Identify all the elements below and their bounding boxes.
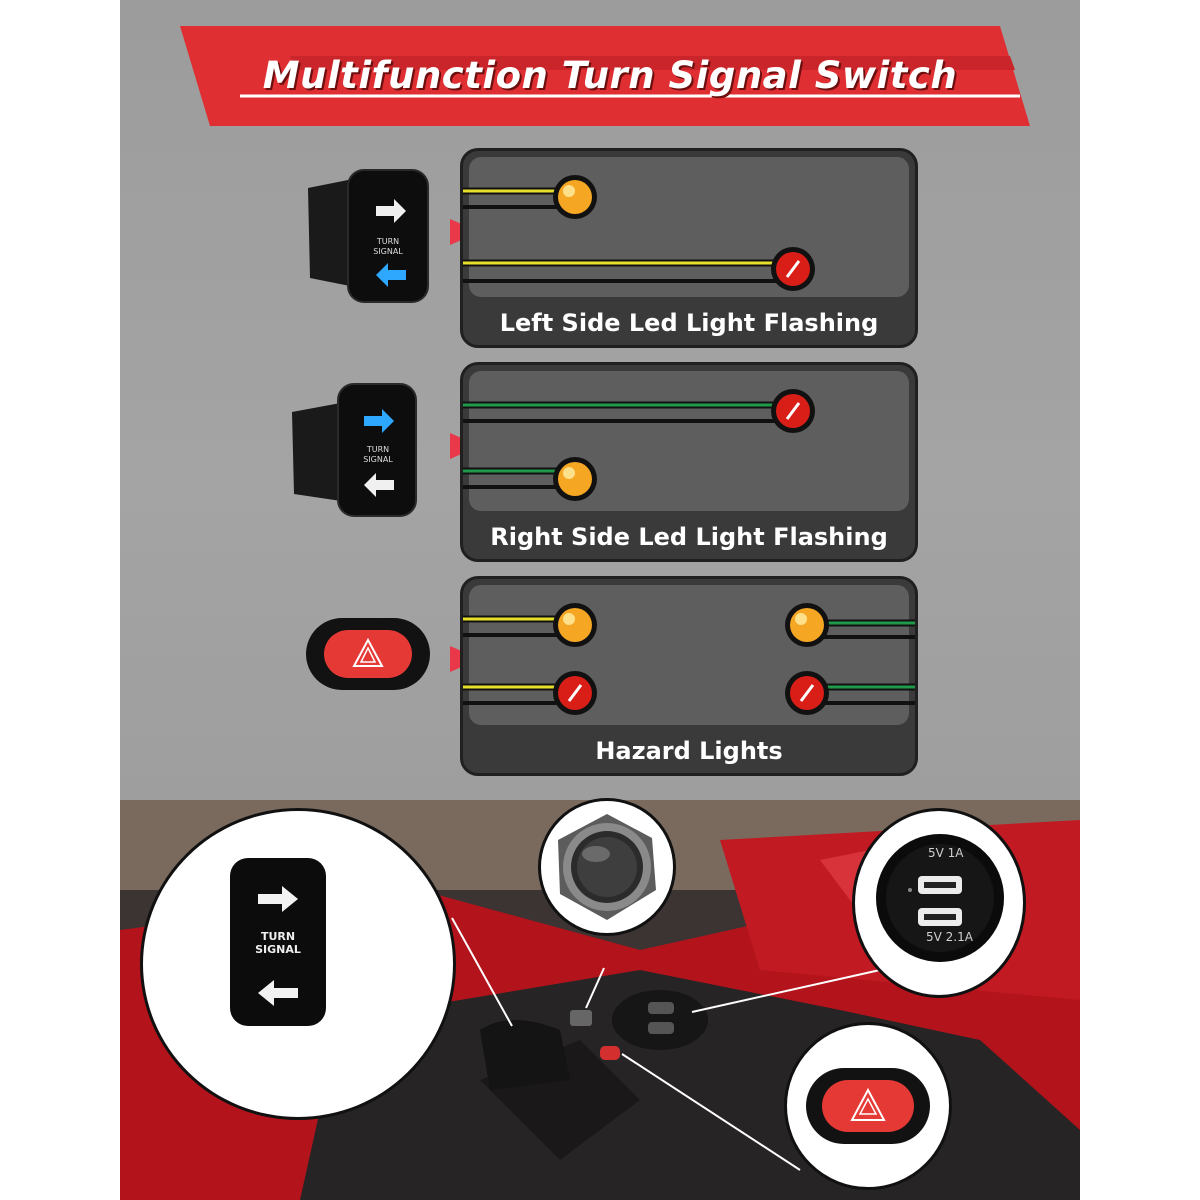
usb-label-bottom: 5V 2.1A <box>926 930 973 944</box>
panel-label: Right Side Led Light Flashing <box>490 523 888 551</box>
infographic: Multifunction Turn Signal Switch TURN SI… <box>120 0 1080 1200</box>
arrow-left-icon <box>258 980 298 1006</box>
hazard-button-icon <box>306 618 430 690</box>
usb-label-top: 5V 1A <box>928 846 964 860</box>
panel-diagram-area <box>469 157 909 297</box>
rocker-switch-right-icon: TURN SIGNAL <box>292 383 417 517</box>
right-flashing-diagram <box>463 389 815 501</box>
panel-label: Left Side Led Light Flashing <box>499 309 879 337</box>
hazard-diagram <box>463 603 915 715</box>
turn-switch-large-icon: TURN SIGNAL <box>230 858 326 1026</box>
panel-label: Hazard Lights <box>595 737 783 765</box>
arrow-right-icon <box>258 886 298 912</box>
svg-text:TURN: TURN <box>376 237 399 246</box>
rocker-switch-left-icon: TURN SIGNAL <box>308 169 429 303</box>
hazard-button-large-icon <box>806 1068 930 1144</box>
left-flashing-diagram <box>463 175 815 291</box>
switch-text: TURN SIGNAL <box>230 930 326 956</box>
usb-charger-icon <box>876 834 1004 962</box>
panel-hazard: Hazard Lights <box>460 576 918 776</box>
page-title: Multifunction Turn Signal Switch <box>262 54 958 97</box>
title-banner <box>180 26 1030 126</box>
switch-text-line2: SIGNAL <box>255 943 301 956</box>
svg-text:TURN: TURN <box>366 445 389 454</box>
panel-left-flashing: Left Side Led Light Flashing <box>460 148 918 348</box>
switch-text-line1: TURN <box>260 930 296 943</box>
metal-push-button-icon <box>558 814 656 920</box>
panel-right-flashing: Right Side Led Light Flashing <box>460 362 918 562</box>
svg-text:SIGNAL: SIGNAL <box>373 247 403 256</box>
svg-text:SIGNAL: SIGNAL <box>363 455 393 464</box>
